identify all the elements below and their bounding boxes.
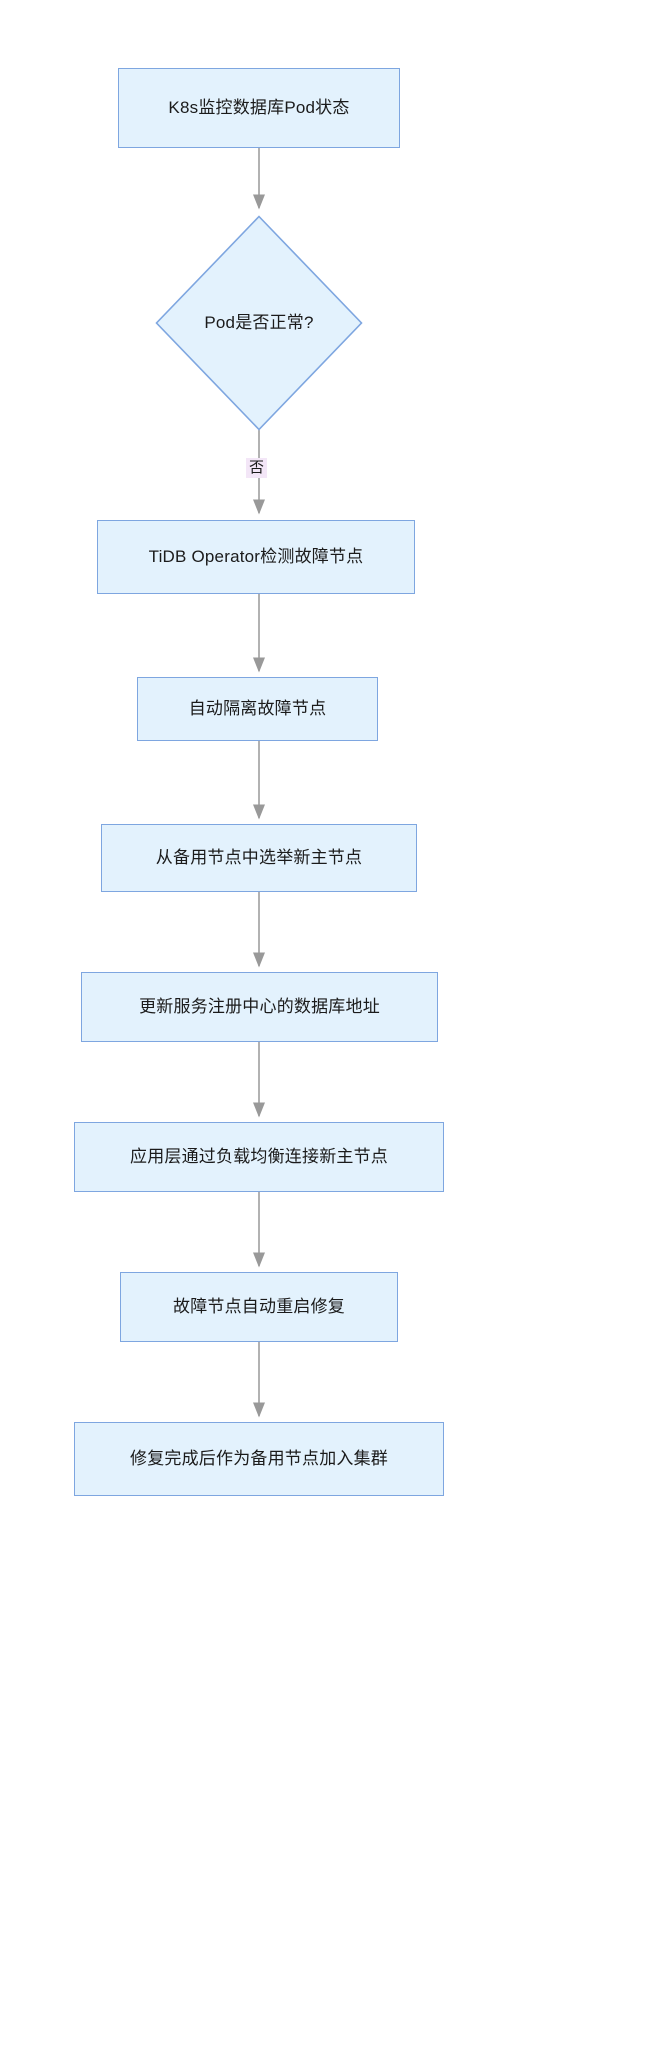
node-tidb-operator-detect-failed-node[interactable]: TiDB Operator检测故障节点: [97, 520, 415, 594]
node-label: 故障节点自动重启修复: [173, 1297, 345, 1317]
node-k8s-monitor-pod-status[interactable]: K8s监控数据库Pod状态: [118, 68, 400, 148]
edge-label-no: 否: [246, 458, 268, 479]
node-label: 自动隔离故障节点: [188, 699, 327, 719]
node-auto-isolate-failed-node[interactable]: 自动隔离故障节点: [137, 677, 378, 741]
node-failed-node-auto-restart-repair[interactable]: 故障节点自动重启修复: [120, 1272, 398, 1342]
node-app-connect-new-primary-via-lb[interactable]: 应用层通过负载均衡连接新主节点: [74, 1122, 444, 1192]
node-label: Pod是否正常?: [204, 313, 314, 333]
node-rejoin-cluster-as-standby[interactable]: 修复完成后作为备用节点加入集群: [74, 1422, 444, 1496]
node-update-registry-db-address[interactable]: 更新服务注册中心的数据库地址: [81, 972, 438, 1042]
diamond-shape: [155, 215, 363, 431]
node-label: K8s监控数据库Pod状态: [168, 98, 350, 118]
node-pod-healthy-decision[interactable]: Pod是否正常?: [155, 215, 363, 431]
node-elect-new-primary-from-standby[interactable]: 从备用节点中选举新主节点: [101, 824, 417, 892]
node-label: 修复完成后作为备用节点加入集群: [130, 1449, 388, 1469]
node-label: 从备用节点中选举新主节点: [155, 848, 363, 868]
node-label: TiDB Operator检测故障节点: [148, 547, 364, 567]
node-label: 更新服务注册中心的数据库地址: [139, 997, 380, 1017]
node-label: 应用层通过负载均衡连接新主节点: [130, 1147, 388, 1167]
